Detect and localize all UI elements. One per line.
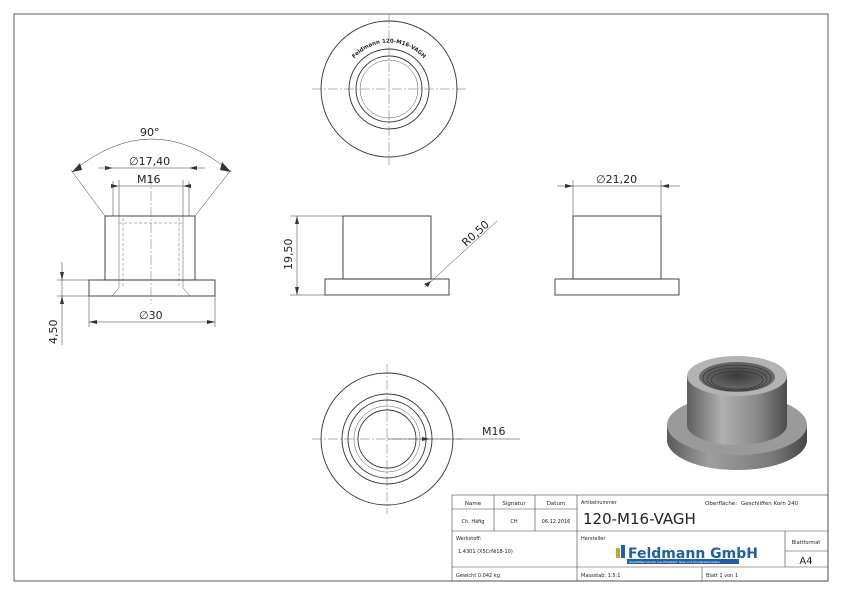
dim-height-4-50-label: 4,50 xyxy=(47,320,60,345)
tb-material-value: 1.4301 (X5CrNi18-10) xyxy=(458,549,513,555)
tb-col-date: Datum xyxy=(547,501,566,507)
tb-sheet-format-value: A4 xyxy=(799,556,812,567)
tb-manufacturer-label: Hersteller xyxy=(581,536,606,542)
dim-angle-label: 90° xyxy=(140,126,160,139)
tb-surface-label: Oberfläche: xyxy=(705,501,737,507)
tb-col-name: Name xyxy=(465,501,482,507)
tb-col-signature: Signatur xyxy=(502,501,526,507)
dim-thread-top-label: M16 xyxy=(137,173,161,186)
dim-thread-bottom-label: M16 xyxy=(482,425,506,438)
company-logo-tagline: Qualitätsprodukte aus Edelstahl, Glas un… xyxy=(629,560,720,564)
company-logo-icon xyxy=(616,548,620,558)
company-logo: Feldmann GmbH Qualitätsprodukte aus Edel… xyxy=(616,545,758,564)
tb-surface-value: Geschliffen Korn 240 xyxy=(741,501,799,507)
tb-article-label: Artikelnummer xyxy=(581,500,617,506)
dim-height-19-50-label: 19,50 xyxy=(282,239,295,271)
dim-radius-label: R0,50 xyxy=(459,218,492,249)
company-logo-name: Feldmann GmbH xyxy=(628,546,758,562)
tb-weight: Gewicht 0.042 kg xyxy=(456,573,500,579)
tb-date-value: 06.12.2016 xyxy=(542,519,571,525)
isometric-render xyxy=(667,356,807,470)
tb-sheet-format-label: Blattformat xyxy=(792,540,821,546)
front-view: 19,50 R0,50 xyxy=(282,215,498,296)
dim-dia-21-20-label: ∅21,20 xyxy=(596,173,637,186)
top-view: Feldmann 120-M16-VAGH xyxy=(312,14,466,165)
section-view: 90° ∅17,40 M16 ∅30 4,50 xyxy=(47,126,232,345)
tb-sheet: Blatt 1 von 1 xyxy=(706,573,738,579)
bottom-view: M16 xyxy=(312,364,520,514)
title-block: Name Signatur Datum Ch. Häfig CH 06.12.2… xyxy=(451,494,829,582)
tb-signature-value: CH xyxy=(510,519,517,525)
side-view: ∅21,20 xyxy=(554,173,680,296)
tb-article-number: 120-M16-VAGH xyxy=(583,510,696,528)
dim-dia-17-40-label: ∅17,40 xyxy=(129,155,170,168)
tb-material-label: Werkstoff: xyxy=(456,536,482,542)
tb-name-value: Ch. Häfig xyxy=(462,519,485,525)
sheet-border xyxy=(13,13,829,582)
dim-dia-30-label: ∅30 xyxy=(139,309,163,322)
tb-scale: Massstab: 1.5:1 xyxy=(581,573,620,579)
